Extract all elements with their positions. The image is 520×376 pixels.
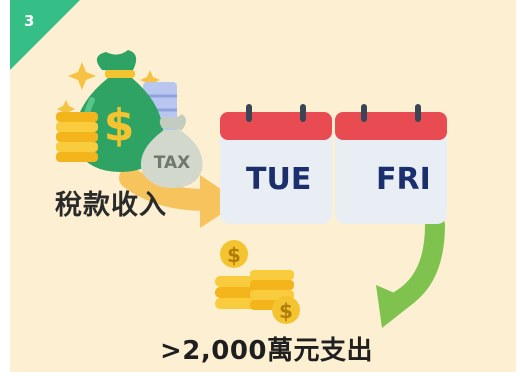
tax-bag-icon: [140, 114, 203, 188]
step-number: 3: [24, 12, 35, 30]
income-label: 稅款收入: [55, 190, 167, 221]
calendar-fri-label: FRI: [376, 162, 431, 197]
step-corner-badge: [10, 0, 80, 70]
tax-bag-label: TAX: [154, 153, 191, 173]
expense-label: >2,000萬元支出: [160, 336, 374, 366]
calendar-tue-label: TUE: [246, 162, 312, 197]
sparkle-icon: [57, 62, 160, 118]
calendar-tue-icon: [220, 104, 332, 224]
svg-text:$: $: [279, 299, 293, 323]
coins-icon: $ $: [215, 240, 300, 324]
svg-text:$: $: [227, 243, 241, 267]
coin-stack-icon: [56, 112, 98, 162]
svg-text:$: $: [104, 100, 135, 151]
infographic-card: 3 $: [10, 0, 516, 372]
calendar-fri-icon: [335, 104, 447, 224]
illustration-layer: $: [56, 50, 447, 328]
green-arrow-icon: [376, 215, 445, 328]
